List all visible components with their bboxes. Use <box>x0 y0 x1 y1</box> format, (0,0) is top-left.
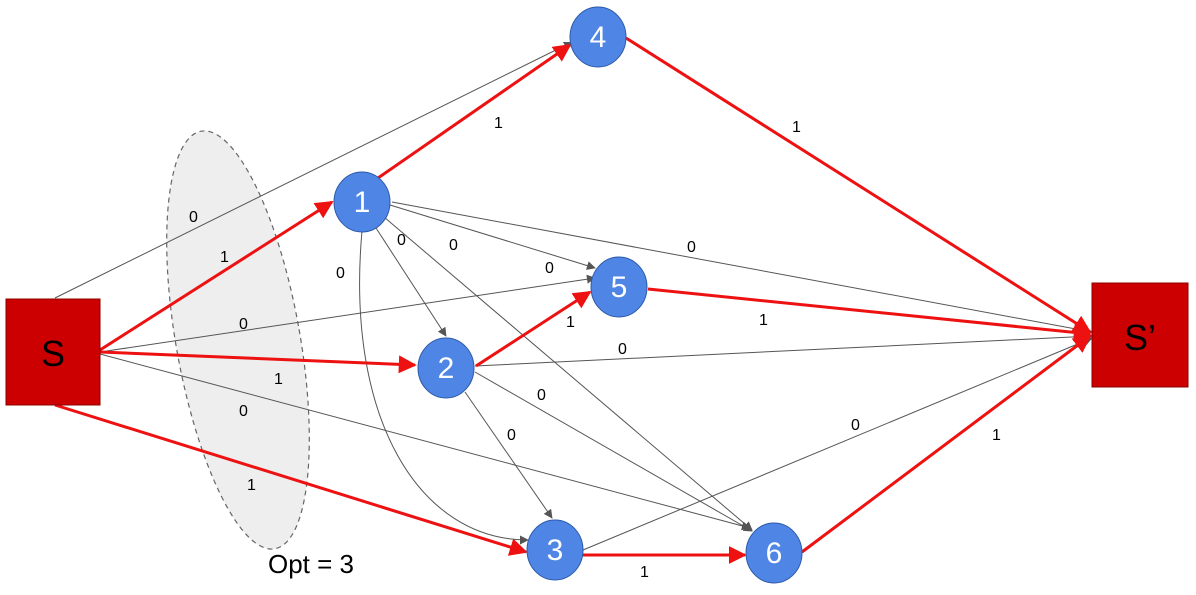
sink-label: S’ <box>1124 317 1156 358</box>
node-5-label: 5 <box>611 271 628 304</box>
node-1-label: 1 <box>354 186 371 219</box>
node-6: 6 <box>745 522 803 584</box>
label-1-3: 0 <box>336 265 345 282</box>
node-2: 2 <box>417 337 475 399</box>
label-2-6: 0 <box>537 387 546 404</box>
highlight-edges <box>54 36 1092 564</box>
node-4: 4 <box>569 6 627 68</box>
label-2-3: 0 <box>507 427 516 444</box>
label-s-2: 1 <box>274 371 283 388</box>
label-5-sink: 1 <box>759 312 768 329</box>
edge-6-sink <box>801 334 1092 554</box>
edge-2-6 <box>474 371 753 532</box>
label-4-sink: 1 <box>792 119 801 136</box>
edge-5-sink <box>647 287 1092 342</box>
edge-s-1 <box>99 200 334 352</box>
edge-s-5 <box>99 274 596 353</box>
label-s-1: 1 <box>220 249 229 266</box>
label-s-6: 0 <box>239 403 248 420</box>
edge-s-4 <box>54 41 573 299</box>
node-3-label: 3 <box>547 534 564 567</box>
label-6-sink: 1 <box>992 427 1001 444</box>
edge-1-2 <box>375 227 447 337</box>
cut-ellipse <box>166 130 310 550</box>
edge-1-sink <box>391 201 1093 335</box>
node-3: 3 <box>526 519 584 581</box>
edge-2-5 <box>475 290 592 368</box>
edge-1-6 <box>383 216 753 531</box>
node-5: 5 <box>590 256 648 318</box>
label-s-4: 0 <box>189 209 198 226</box>
label-2-sink: 0 <box>618 341 627 358</box>
source-node <box>5 298 101 406</box>
node-2-label: 2 <box>438 352 455 385</box>
edge-3-sink <box>582 336 1093 551</box>
label-s-5: 0 <box>239 316 248 333</box>
label-1-4: 1 <box>494 115 503 132</box>
label-3-6: 1 <box>640 564 649 581</box>
edge-s-3 <box>54 403 528 556</box>
source-label: S <box>41 333 65 374</box>
edge-1-5 <box>389 204 596 270</box>
node-4-label: 4 <box>590 21 607 54</box>
label-s-3: 1 <box>247 477 256 494</box>
label-1-6: 0 <box>449 237 458 254</box>
edge-2-3 <box>464 391 553 519</box>
edge-s-2 <box>99 350 417 374</box>
label-3-sink: 0 <box>851 417 860 434</box>
opt-annotation: Opt = 3 <box>268 549 354 579</box>
plain-edges <box>54 41 1093 551</box>
edge-1-3 <box>359 230 529 545</box>
node-6-label: 6 <box>766 537 783 570</box>
label-1-sink: 0 <box>687 239 696 256</box>
sink-node <box>1091 282 1189 388</box>
edge-2-sink <box>474 331 1093 367</box>
label-1-2: 0 <box>397 232 406 249</box>
edge-1-4 <box>377 43 572 180</box>
label-2-5: 1 <box>566 314 575 331</box>
edge-s-6 <box>99 353 751 531</box>
edge-labels: 0 1 0 1 0 1 1 0 0 0 0 0 1 0 0 0 1 0 1 1 … <box>189 115 1001 581</box>
node-1: 1 <box>333 171 391 233</box>
label-1-5: 0 <box>545 260 554 277</box>
edge-4-sink <box>625 36 1092 334</box>
